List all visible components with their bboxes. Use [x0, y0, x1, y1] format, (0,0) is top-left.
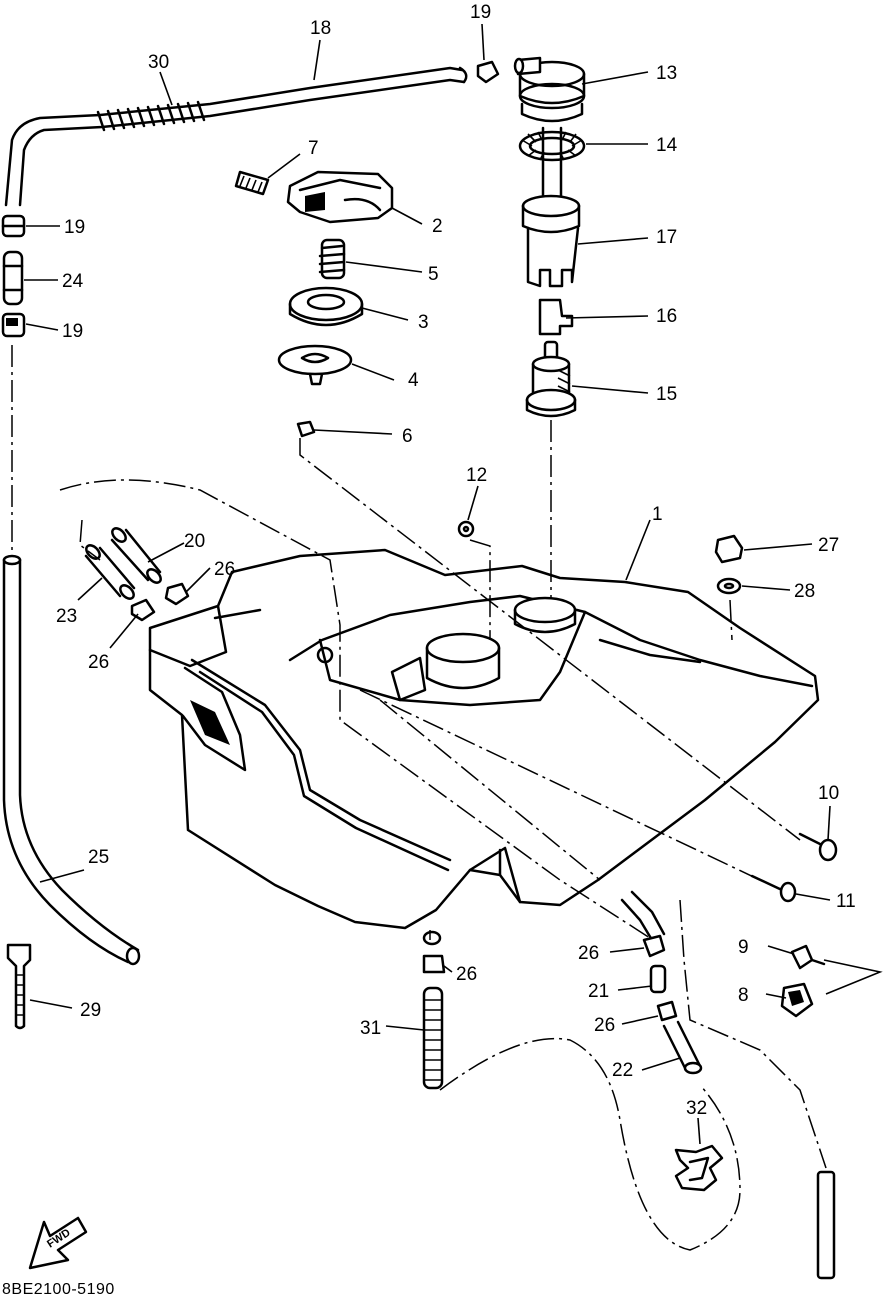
fwd-arrow: FWD — [28, 1216, 88, 1270]
clamp-26-upper — [164, 582, 190, 606]
callout-14: 14 — [656, 135, 678, 156]
fuel-tank — [148, 548, 820, 930]
cap-nut-27 — [714, 534, 744, 564]
nut-6 — [296, 420, 316, 438]
callout-26-mid-right: 26 — [578, 943, 599, 964]
callout-20: 20 — [184, 531, 205, 552]
callout-15: 15 — [656, 384, 677, 405]
callout-8: 8 — [738, 985, 749, 1006]
callout-6: 6 — [402, 426, 413, 447]
callout-25: 25 — [88, 847, 109, 868]
clamp-19-upper-left — [1, 214, 26, 238]
callout-29: 29 — [80, 1000, 101, 1021]
callout-1: 1 — [652, 504, 663, 525]
clamp-19-top — [476, 60, 500, 84]
callout-26-left: 26 — [88, 652, 109, 673]
callout-2: 2 — [432, 216, 443, 237]
callout-labels: 18 30 19 13 14 17 16 15 7 2 5 3 4 6 19 2… — [56, 2, 856, 1119]
vent-hose-assembly — [4, 66, 468, 207]
pipe-right-bottom — [816, 1170, 836, 1280]
clamp-32 — [674, 1144, 724, 1192]
clamp-16 — [538, 298, 574, 336]
document-code: 8BE2100-5190 — [2, 1281, 115, 1298]
cap-13 — [513, 56, 586, 123]
callout-11: 11 — [836, 891, 856, 912]
seal-14 — [518, 130, 586, 162]
callout-5: 5 — [428, 264, 439, 285]
callout-26-upper: 26 — [214, 559, 235, 580]
case-17 — [521, 194, 581, 288]
bracket-8 — [780, 982, 814, 1018]
clamp-26-low-right — [656, 1000, 678, 1022]
callout-19-left-upper: 19 — [64, 217, 85, 238]
grommet-26-bottom — [422, 930, 442, 946]
callout-24: 24 — [62, 271, 84, 292]
hose-23 — [84, 544, 136, 600]
callout-26-low-right: 26 — [594, 1015, 615, 1036]
breather-hose-25 — [2, 554, 141, 966]
joint-24 — [2, 250, 24, 306]
grommet-12 — [457, 520, 475, 538]
callout-12: 12 — [466, 465, 487, 486]
callout-32: 32 — [686, 1098, 707, 1119]
clamp-26-bottom — [422, 954, 446, 974]
hose-22 — [662, 1020, 703, 1075]
assembly-lines — [11, 345, 827, 1251]
callout-13: 13 — [656, 63, 677, 84]
pump-15 — [525, 340, 577, 418]
callout-27: 27 — [818, 535, 839, 556]
callout-21: 21 — [588, 981, 609, 1002]
callout-31: 31 — [360, 1018, 381, 1039]
spring-5 — [318, 238, 346, 280]
callout-3: 3 — [418, 312, 429, 333]
screw-7 — [234, 170, 270, 196]
callout-28: 28 — [794, 581, 815, 602]
drain-hose-31 — [422, 986, 444, 1090]
callout-19-top: 19 — [470, 2, 491, 23]
callout-26-bottom: 26 — [456, 964, 477, 985]
washer-28 — [716, 577, 742, 595]
callout-23: 23 — [56, 606, 77, 627]
gasket-3 — [288, 286, 364, 327]
callout-30: 30 — [148, 52, 169, 73]
leader-lines — [24, 23, 883, 1145]
joint-21 — [649, 964, 667, 994]
plate-4 — [277, 344, 353, 386]
callout-22: 22 — [612, 1060, 633, 1081]
bolt-10 — [798, 832, 838, 862]
callout-18: 18 — [310, 18, 331, 39]
callout-4: 4 — [408, 370, 419, 391]
rod-13-14 — [541, 126, 563, 202]
callout-7: 7 — [308, 138, 319, 159]
clamp-26-mid-right — [642, 934, 666, 958]
cap-2 — [286, 170, 394, 224]
clip-9 — [790, 944, 826, 970]
callout-17: 17 — [656, 227, 677, 248]
hose-20 — [110, 527, 162, 584]
callout-10: 10 — [818, 783, 839, 804]
clamp-19-lower-left — [1, 312, 26, 338]
hose-bend-lower — [620, 890, 666, 942]
band-29 — [6, 943, 32, 1030]
callout-16: 16 — [656, 306, 677, 327]
callout-9: 9 — [738, 937, 749, 958]
callout-19-left-lower: 19 — [62, 321, 83, 342]
